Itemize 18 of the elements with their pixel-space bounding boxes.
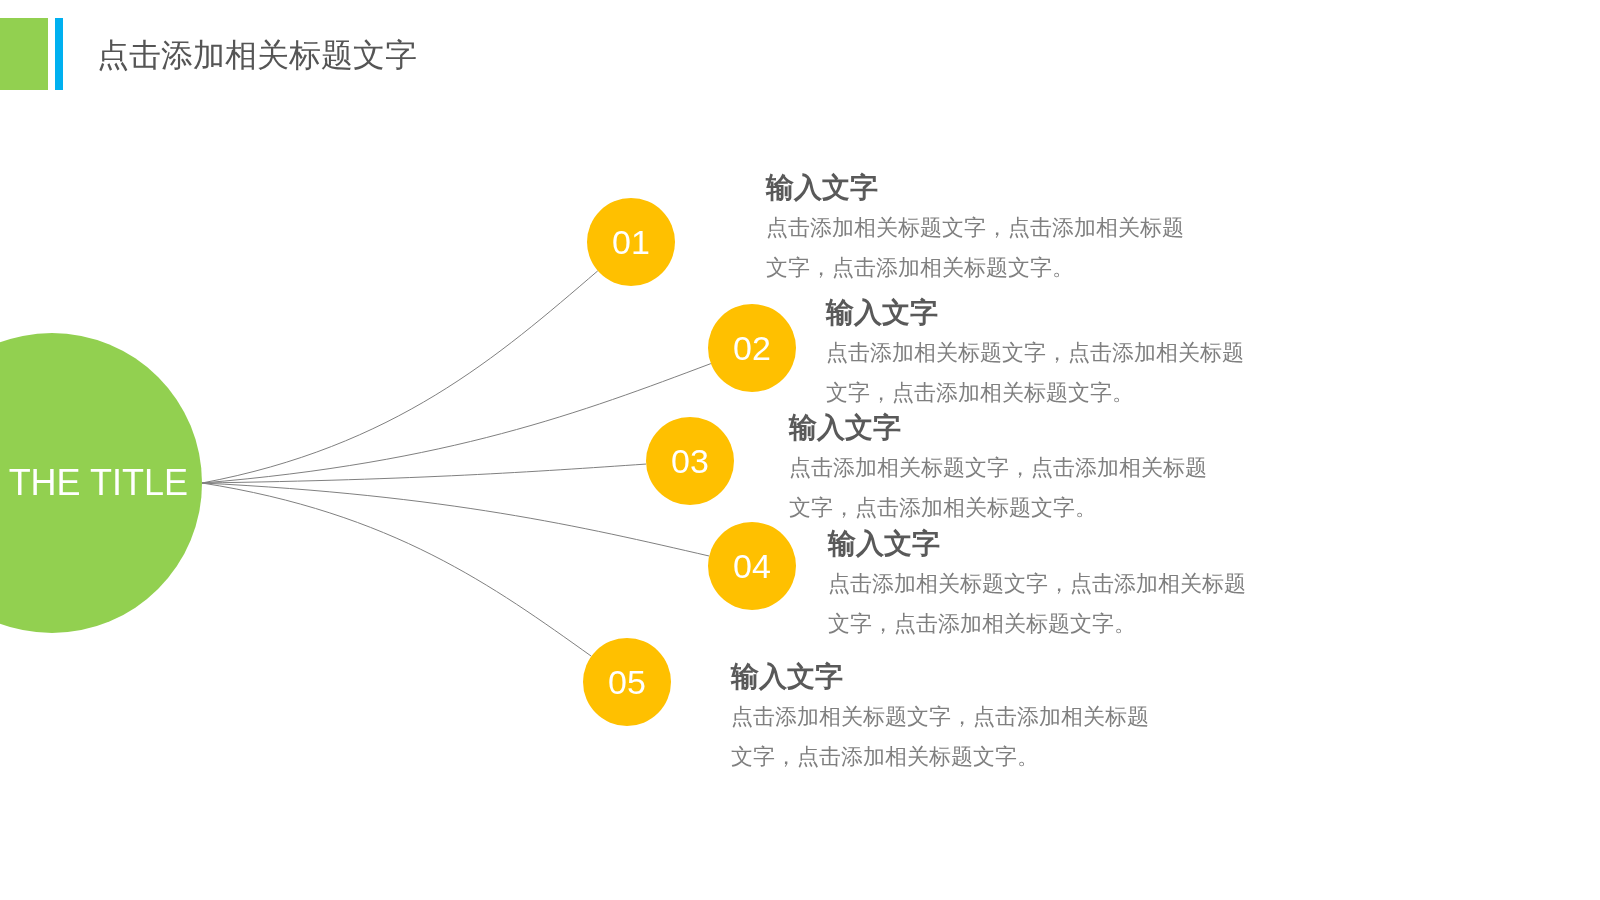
item-description: 点击添加相关标题文字，点击添加相关标题文字，点击添加相关标题文字。 (731, 703, 1150, 771)
step-number: 05 (608, 662, 646, 702)
connector-line (201, 482, 592, 657)
step-number: 04 (733, 546, 771, 586)
step-number: 02 (733, 328, 771, 368)
item-heading: 输入文字 (789, 410, 902, 446)
item-heading: 输入文字 (826, 295, 939, 331)
item-description: 点击添加相关标题文字，点击添加相关标题文字，点击添加相关标题文字。 (828, 570, 1247, 638)
item-description: 点击添加相关标题文字，点击添加相关标题文字，点击添加相关标题文字。 (789, 454, 1208, 522)
item-description: 点击添加相关标题文字，点击添加相关标题文字，点击添加相关标题文字。 (766, 214, 1185, 282)
circle-title: THE TITLE (8, 462, 188, 504)
slide-title: 点击添加相关标题文字 (97, 35, 417, 76)
step-number: 01 (612, 222, 650, 262)
item-description: 点击添加相关标题文字，点击添加相关标题文字，点击添加相关标题文字。 (826, 339, 1245, 407)
item-heading: 输入文字 (766, 170, 879, 206)
item-heading: 输入文字 (828, 526, 941, 562)
item-heading: 输入文字 (731, 659, 844, 695)
step-number: 03 (671, 441, 709, 481)
